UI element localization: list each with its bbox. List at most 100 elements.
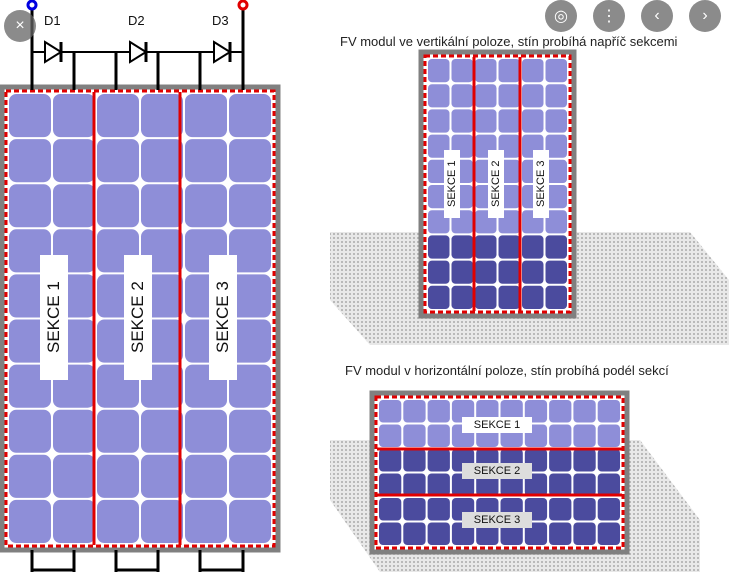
vertical-section-1-label: SEKCE 1 bbox=[444, 150, 460, 218]
left-module-string-border bbox=[4, 89, 276, 548]
solar-cell bbox=[498, 235, 520, 259]
solar-cell bbox=[53, 499, 95, 543]
solar-cell bbox=[498, 84, 520, 108]
left-section-3-label: SEKCE 3 bbox=[209, 255, 237, 380]
solar-cell bbox=[379, 424, 402, 447]
solar-cell bbox=[545, 134, 567, 158]
solar-cell bbox=[475, 59, 497, 83]
solar-cell bbox=[475, 285, 497, 309]
solar-cell bbox=[53, 454, 95, 498]
solar-cell bbox=[475, 109, 497, 133]
solar-cell bbox=[451, 109, 473, 133]
solar-cell bbox=[427, 498, 450, 521]
solar-cell bbox=[498, 285, 520, 309]
solar-cell bbox=[9, 409, 51, 453]
lens-search-button[interactable]: ◎ bbox=[545, 0, 577, 32]
caption-vertical: FV modul ve vertikální poloze, stín prob… bbox=[340, 34, 678, 49]
solar-cell bbox=[403, 424, 426, 447]
solar-cell bbox=[229, 229, 271, 273]
solar-cell bbox=[403, 473, 426, 496]
solar-cell bbox=[545, 109, 567, 133]
diode-d1-icon bbox=[44, 40, 63, 64]
solar-cell bbox=[53, 409, 95, 453]
solar-cell bbox=[498, 260, 520, 284]
solar-cell bbox=[97, 139, 139, 183]
solar-cell bbox=[427, 449, 450, 472]
solar-cell bbox=[141, 499, 183, 543]
solar-cell bbox=[451, 59, 473, 83]
diode-label-d3: D3 bbox=[212, 13, 229, 28]
close-icon: × bbox=[15, 17, 25, 34]
solar-cell bbox=[545, 285, 567, 309]
diode-d2-icon bbox=[129, 40, 148, 64]
solar-cell bbox=[403, 522, 426, 545]
left-section-1-label: SEKCE 1 bbox=[40, 255, 68, 380]
solar-cell bbox=[476, 522, 499, 545]
solar-cell bbox=[545, 260, 567, 284]
solar-cell bbox=[476, 473, 499, 496]
solar-cell bbox=[545, 210, 567, 234]
solar-cell bbox=[597, 498, 620, 521]
solar-cell bbox=[185, 454, 227, 498]
previous-image-button[interactable]: ‹ bbox=[641, 0, 673, 32]
solar-cell bbox=[379, 400, 402, 423]
solar-cell bbox=[451, 400, 475, 423]
solar-cell bbox=[549, 424, 572, 447]
solar-cell bbox=[379, 449, 402, 472]
solar-cell bbox=[379, 522, 402, 545]
solar-cell bbox=[573, 424, 596, 447]
vertical-module-string-border bbox=[423, 54, 572, 314]
solar-cell bbox=[451, 84, 473, 108]
left-section-2-label: SEKCE 2 bbox=[124, 255, 152, 380]
solar-cell bbox=[379, 498, 402, 521]
solar-cell bbox=[9, 184, 51, 228]
solar-cell bbox=[549, 400, 572, 423]
solar-cell bbox=[229, 184, 271, 228]
negative-terminal-icon bbox=[26, 0, 38, 11]
solar-cell bbox=[141, 409, 183, 453]
solar-cell bbox=[9, 139, 51, 183]
close-button[interactable]: × bbox=[4, 10, 36, 42]
solar-cell bbox=[97, 454, 139, 498]
solar-cell bbox=[185, 409, 227, 453]
solar-cell bbox=[573, 449, 596, 472]
solar-cell bbox=[597, 522, 620, 545]
solar-cell bbox=[475, 235, 497, 259]
solar-cell bbox=[428, 59, 450, 83]
solar-cell bbox=[522, 84, 544, 108]
solar-cell bbox=[9, 94, 51, 138]
solar-cell bbox=[9, 499, 51, 543]
solar-cell bbox=[53, 94, 95, 138]
horizontal-section-1-label: SEKCE 1 bbox=[462, 417, 532, 433]
more-options-button[interactable]: ⋮ bbox=[593, 0, 625, 32]
solar-cell bbox=[476, 400, 499, 423]
solar-cell bbox=[573, 498, 596, 521]
solar-cell bbox=[229, 94, 271, 138]
solar-cell bbox=[545, 185, 567, 209]
solar-cell bbox=[498, 59, 520, 83]
solar-cell bbox=[573, 400, 596, 423]
horizontal-section-2-label: SEKCE 2 bbox=[462, 463, 532, 479]
solar-cell bbox=[522, 109, 544, 133]
solar-cell bbox=[427, 522, 450, 545]
solar-cell bbox=[545, 159, 567, 183]
solar-cell bbox=[141, 454, 183, 498]
vertical-section-3-label: SEKCE 3 bbox=[533, 150, 549, 218]
more-icon: ⋮ bbox=[601, 8, 617, 25]
solar-cell bbox=[229, 139, 271, 183]
solar-cell bbox=[498, 109, 520, 133]
solar-cell bbox=[524, 400, 548, 423]
solar-cell bbox=[522, 235, 544, 259]
next-image-button[interactable]: › bbox=[689, 0, 721, 32]
solar-cell bbox=[428, 285, 450, 309]
solar-cell bbox=[500, 400, 523, 423]
solar-cell bbox=[428, 235, 450, 259]
solar-cell bbox=[549, 522, 572, 545]
diode-label-d2: D2 bbox=[128, 13, 145, 28]
solar-cell bbox=[229, 454, 271, 498]
solar-cell bbox=[597, 400, 620, 423]
solar-cell bbox=[185, 499, 227, 543]
positive-terminal-icon bbox=[237, 0, 249, 11]
solar-cell bbox=[229, 319, 271, 363]
